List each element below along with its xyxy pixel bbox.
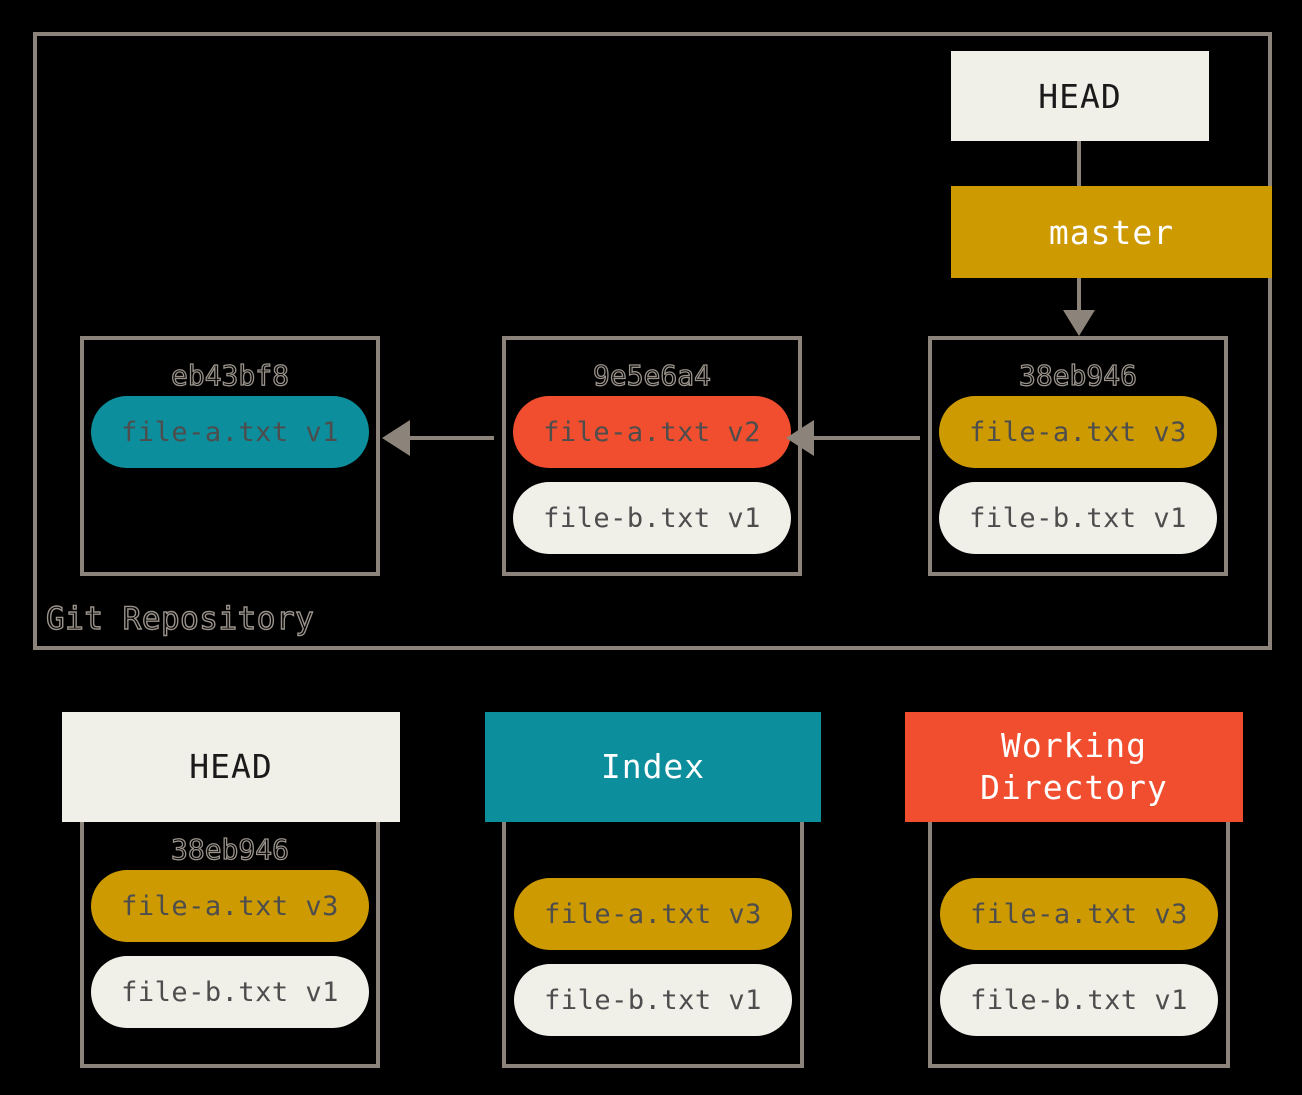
- panel-header-index: Index: [485, 712, 821, 822]
- master-to-commit-connector: [1077, 278, 1081, 314]
- commit-box-9e5e6a4: 9e5e6a4 file-a.txt v2 file-b.txt v1: [502, 336, 802, 576]
- file-blob-pill: file-b.txt v1: [91, 956, 369, 1028]
- master-branch-box: master: [951, 186, 1272, 278]
- panel-hash-spacer: [506, 822, 800, 878]
- git-repository-label: Git Repository: [45, 600, 315, 637]
- file-blob-pill: file-a.txt v3: [940, 878, 1218, 950]
- file-blob-pill: file-a.txt v3: [514, 878, 792, 950]
- file-blob-pill: file-b.txt v1: [939, 482, 1217, 554]
- panel-hash-spacer: [932, 822, 1226, 878]
- panel-title: Index: [600, 747, 706, 786]
- head-reference-box: HEAD: [951, 51, 1209, 141]
- file-blob-pill: file-b.txt v1: [940, 964, 1218, 1036]
- master-branch-label: master: [1048, 212, 1175, 252]
- panel-title-line-2: Directory: [980, 768, 1168, 807]
- panel-commit-hash-label: 38eb946: [170, 832, 289, 866]
- panel-title-line-1: Working: [1000, 726, 1148, 765]
- file-blob-pill: file-a.txt v3: [939, 396, 1217, 468]
- git-repository-container: [33, 32, 1272, 650]
- commit-hash-label: 9e5e6a4: [592, 358, 711, 392]
- file-blob-pill: file-b.txt v1: [513, 482, 791, 554]
- commit-link-line: [408, 436, 494, 440]
- panel-body-head: 38eb946 file-a.txt v3 file-b.txt v1: [80, 822, 380, 1068]
- panel-title: HEAD: [189, 747, 273, 786]
- file-blob-pill: file-b.txt v1: [514, 964, 792, 1036]
- commit-link-arrowhead-icon: [786, 420, 814, 456]
- commit-hash-label: 38eb946: [1018, 358, 1137, 392]
- commit-box-eb43bf8: eb43bf8 file-a.txt v1: [80, 336, 380, 576]
- panel-body-index: file-a.txt v3 file-b.txt v1: [502, 822, 804, 1068]
- head-reference-label: HEAD: [1038, 76, 1122, 116]
- master-to-commit-arrowhead-icon: [1063, 310, 1095, 336]
- panel-body-working-directory: file-a.txt v3 file-b.txt v1: [928, 822, 1230, 1068]
- panel-header-working-directory: Working Directory: [905, 712, 1243, 822]
- commit-link-line: [812, 436, 920, 440]
- commit-link-arrowhead-icon: [382, 420, 410, 456]
- file-blob-pill: file-a.txt v2: [513, 396, 791, 468]
- head-to-master-connector: [1077, 141, 1081, 187]
- file-blob-pill: file-a.txt v3: [91, 870, 369, 942]
- commit-box-38eb946: 38eb946 file-a.txt v3 file-b.txt v1: [928, 336, 1228, 576]
- file-blob-pill: file-a.txt v1: [91, 396, 369, 468]
- commit-hash-label: eb43bf8: [170, 358, 289, 392]
- panel-header-head: HEAD: [62, 712, 400, 822]
